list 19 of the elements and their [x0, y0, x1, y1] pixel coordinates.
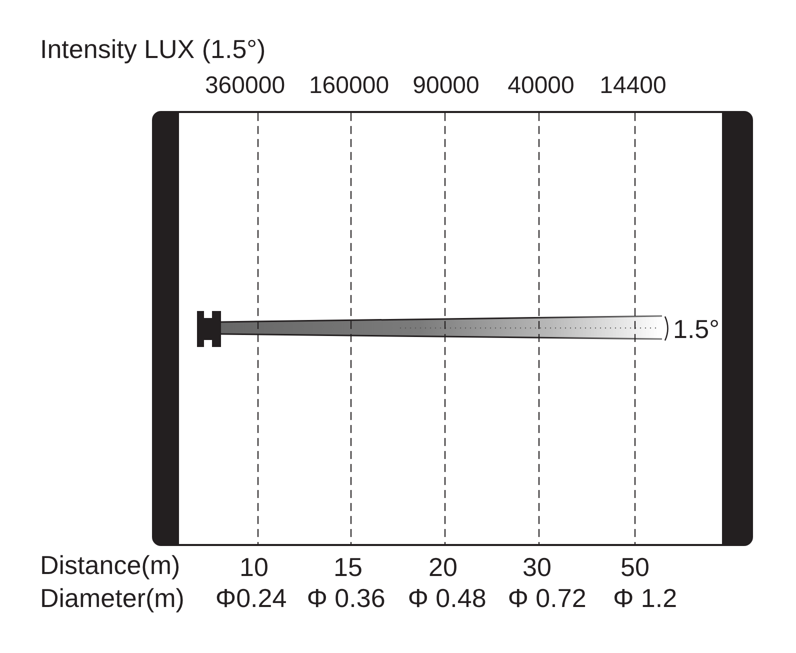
diameter-value: Φ 0.72: [508, 585, 586, 611]
row-label: Diameter(m): [40, 585, 184, 611]
intensity-value: 14400: [600, 74, 666, 98]
intensity-value: 160000: [308, 74, 390, 98]
row-label: Distance(m): [40, 552, 180, 578]
angle-label: 1.5°: [673, 316, 720, 342]
distance-value: 15: [334, 554, 362, 580]
distance-value: 30: [522, 554, 552, 580]
diameter-value: Φ 0.36: [306, 585, 386, 611]
diameter-value: Φ0.24: [215, 585, 287, 611]
intensity-value: 40000: [508, 74, 574, 98]
diameter-value: Φ 1.2: [612, 585, 678, 611]
intensity-value: 360000: [204, 74, 286, 98]
diameter-value: Φ 0.48: [408, 585, 486, 611]
distance-value: 50: [620, 554, 650, 580]
distance-value: 20: [428, 554, 458, 580]
distance-value: 10: [240, 554, 268, 580]
diagram-title: Intensity LUX (1.5°): [40, 36, 266, 62]
intensity-value: 90000: [412, 74, 480, 98]
